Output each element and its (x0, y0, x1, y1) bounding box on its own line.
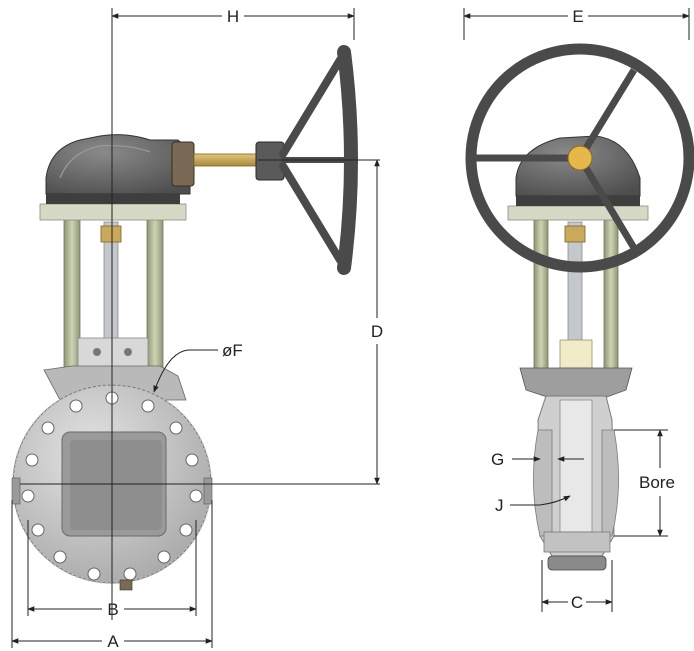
guide-rod (533, 217, 549, 379)
dimension-d: D (371, 159, 383, 485)
label-bore: Bore (639, 473, 675, 492)
dimension-c: C (541, 560, 613, 612)
dimension-h: H (111, 7, 355, 26)
actuator-housing (45, 134, 191, 195)
leader-phi-f: øF (153, 341, 243, 393)
label-e: E (572, 7, 583, 26)
label-j: J (495, 496, 504, 515)
leader-j: J (495, 495, 571, 515)
drain-plug (119, 579, 133, 591)
handwheel-shaft (193, 153, 259, 167)
dimension-a: A (11, 500, 213, 651)
mounting-plate (507, 205, 649, 221)
label-g: G (491, 450, 504, 469)
dimension-e: E (463, 7, 690, 26)
front-view (11, 45, 358, 591)
label-a: A (107, 632, 119, 651)
leader-g: G (491, 450, 584, 469)
label-phi-f: øF (222, 341, 243, 360)
guide-rod (146, 217, 164, 379)
label-b: B (107, 600, 118, 619)
stem-collar (100, 225, 122, 243)
handwheel-center (567, 145, 593, 171)
guide-rod (603, 217, 619, 379)
dimension-bore: Bore (614, 429, 675, 537)
label-d: D (371, 322, 383, 341)
packing-gland (559, 339, 593, 369)
centerlines (20, 8, 380, 620)
handwheel-hub (255, 141, 285, 181)
label-c: C (571, 593, 583, 612)
yoke-bracket (77, 337, 149, 369)
label-h: H (227, 7, 239, 26)
mounting-plate (39, 203, 187, 221)
dimension-b: B (27, 520, 197, 619)
gearbox-flange (171, 141, 195, 187)
bottom-cap (547, 555, 607, 571)
yoke-base (519, 367, 633, 399)
handwheel-front (465, 43, 694, 273)
knife-gate (559, 399, 593, 533)
bottom-flange (543, 531, 611, 553)
